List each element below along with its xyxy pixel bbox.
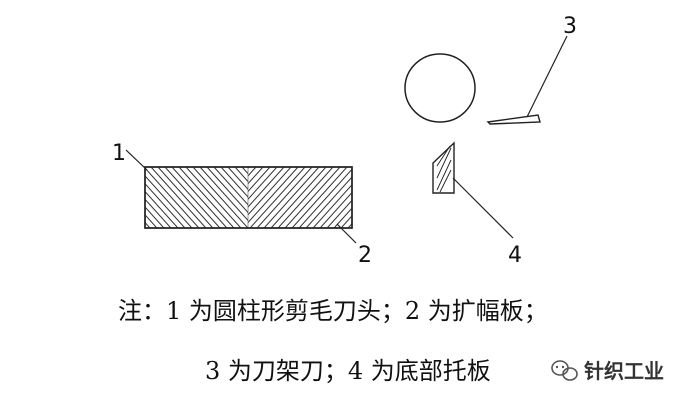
hatch-line [75, 167, 130, 228]
hatch-line [277, 167, 334, 228]
hatch-line [82, 167, 137, 228]
hatch-line [157, 167, 214, 228]
watermark: 针织工业 [551, 359, 664, 383]
hatch-line [54, 167, 109, 228]
hatch-line [81, 167, 136, 228]
hatch-line [145, 221, 151, 228]
note-line-2: 3 为刀架刀；4 为底部托板 [205, 357, 491, 385]
hatch-line [145, 182, 186, 228]
hatch-line [248, 167, 285, 208]
herringbone-hatch [19, 167, 437, 228]
leader-line-3 [526, 35, 568, 118]
hatch-line [375, 167, 430, 228]
hatch-right [19, 167, 410, 228]
watermark-text: 针织工业 [584, 359, 664, 383]
hatch-line [145, 175, 193, 228]
hatch-line [199, 167, 248, 222]
hatch-line [347, 222, 352, 228]
hatch-line [145, 190, 179, 228]
hatch-line [96, 167, 151, 228]
hatch-line [47, 167, 102, 228]
hatch-line [340, 215, 352, 228]
hatch-line [88, 167, 143, 228]
hatch-line [74, 167, 129, 228]
hatch-line [326, 199, 352, 228]
label-3: 3 [563, 14, 577, 39]
hatch-line [248, 167, 271, 193]
hatch-line [361, 167, 416, 228]
bottom-support-plate [432, 141, 455, 194]
hatch-line [284, 167, 341, 228]
hatch-line [333, 207, 352, 228]
hatch-line [150, 167, 207, 228]
hatch-line [227, 167, 248, 190]
hatch-line [347, 167, 402, 228]
hatch-line [270, 167, 327, 228]
label-4: 4 [508, 243, 522, 268]
hatch-line [206, 167, 248, 214]
hatch-line [40, 167, 95, 228]
hatch-line [248, 167, 264, 185]
hatch-left [74, 167, 437, 228]
hatch-line [248, 167, 278, 200]
knife-rest-blade [486, 114, 541, 125]
hatch-line [319, 191, 352, 228]
hatch-line [234, 167, 248, 183]
hatch-line [145, 206, 165, 228]
hatch-line [68, 167, 123, 228]
hatch-line [145, 198, 172, 228]
spreading-plate [19, 166, 437, 229]
hatch-line [249, 167, 306, 228]
hatch-line [171, 167, 228, 228]
hatch-line [312, 184, 352, 228]
hatch-line [178, 167, 235, 228]
leader-line-4 [452, 177, 514, 239]
hatch-line [263, 167, 320, 228]
hatch-line [256, 167, 313, 228]
leader-line-1 [125, 149, 148, 171]
note-line-1: 注：1 为圆柱形剪毛刀头；2 为扩幅板； [118, 297, 548, 325]
hatch-line [354, 167, 409, 228]
hatch-line [382, 167, 437, 228]
hatch-line [145, 214, 158, 228]
hatch-line [298, 168, 352, 228]
hatch-line [19, 167, 74, 228]
hatch-line [26, 167, 81, 228]
leader-line-2 [336, 223, 357, 244]
hatch-line [89, 167, 144, 228]
hatch-line [248, 167, 292, 216]
wechat-icon [551, 360, 578, 381]
hatch-line [185, 167, 242, 228]
hatch-line [355, 167, 410, 228]
hatch-line [291, 167, 348, 228]
hatch-line [192, 167, 248, 228]
hatch-line [220, 167, 248, 198]
hatch-line [248, 167, 299, 224]
hatch-line [164, 167, 221, 228]
label-1: 1 [112, 141, 126, 166]
hatch-line [368, 167, 423, 228]
hatch-line [213, 167, 248, 206]
cylindrical-cutter-head [404, 53, 476, 123]
hatch-line [145, 167, 200, 228]
label-2: 2 [358, 243, 372, 268]
hatch-line [33, 167, 88, 228]
hatch-line [61, 167, 116, 228]
